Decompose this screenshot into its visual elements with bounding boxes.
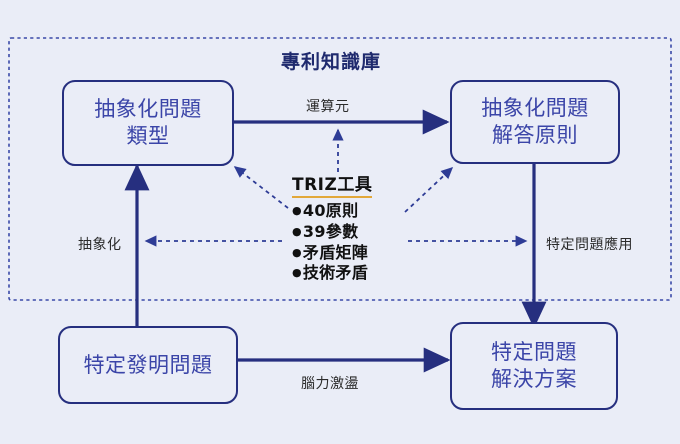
arrow-triz-to-problem-type — [233, 166, 289, 209]
edge-label-specific-application: 特定問題應用 — [546, 237, 633, 253]
node-specific-invention-problem[interactable]: 特定發明問題 — [58, 326, 238, 404]
node-abstract-solution-principle-line1: 抽象化問題 — [481, 96, 589, 121]
triz-tools-item: 技術矛盾 — [292, 263, 372, 284]
node-specific-solution-line2: 解決方案 — [491, 367, 577, 391]
node-specific-solution-line1: 特定問題 — [491, 340, 577, 365]
node-abstract-problem-type[interactable]: 抽象化問題 類型 — [62, 80, 234, 166]
knowledge-base-title: 專利知識庫 — [281, 51, 382, 73]
triz-tools-list: 40原則 39參數 矛盾矩陣 技術矛盾 — [292, 201, 372, 284]
arrow-triz-to-solution-principle — [404, 167, 454, 213]
edge-label-abstraction: 抽象化 — [78, 237, 122, 253]
node-abstract-problem-type-line1: 抽象化問題 — [94, 97, 202, 122]
node-specific-solution[interactable]: 特定問題 解決方案 — [450, 322, 618, 410]
triz-tools-block: TRIZ工具 40原則 39參數 矛盾矩陣 技術矛盾 — [292, 170, 373, 284]
triz-tools-title: TRIZ工具 — [292, 170, 373, 198]
node-abstract-solution-principle-line2: 解答原則 — [492, 123, 578, 147]
node-abstract-solution-principle[interactable]: 抽象化問題 解答原則 — [450, 80, 620, 164]
node-specific-invention-problem-line1: 特定發明問題 — [83, 352, 213, 377]
triz-tools-item: 矛盾矩陣 — [292, 243, 372, 264]
edge-label-operator: 運算元 — [306, 99, 350, 115]
edge-label-brainstorming: 腦力激盪 — [301, 376, 359, 392]
knowledge-base-container-border — [8, 37, 672, 301]
triz-tools-item: 40原則 — [292, 201, 372, 222]
triz-tools-item: 39參數 — [292, 222, 372, 243]
node-abstract-problem-type-line2: 類型 — [126, 124, 170, 148]
